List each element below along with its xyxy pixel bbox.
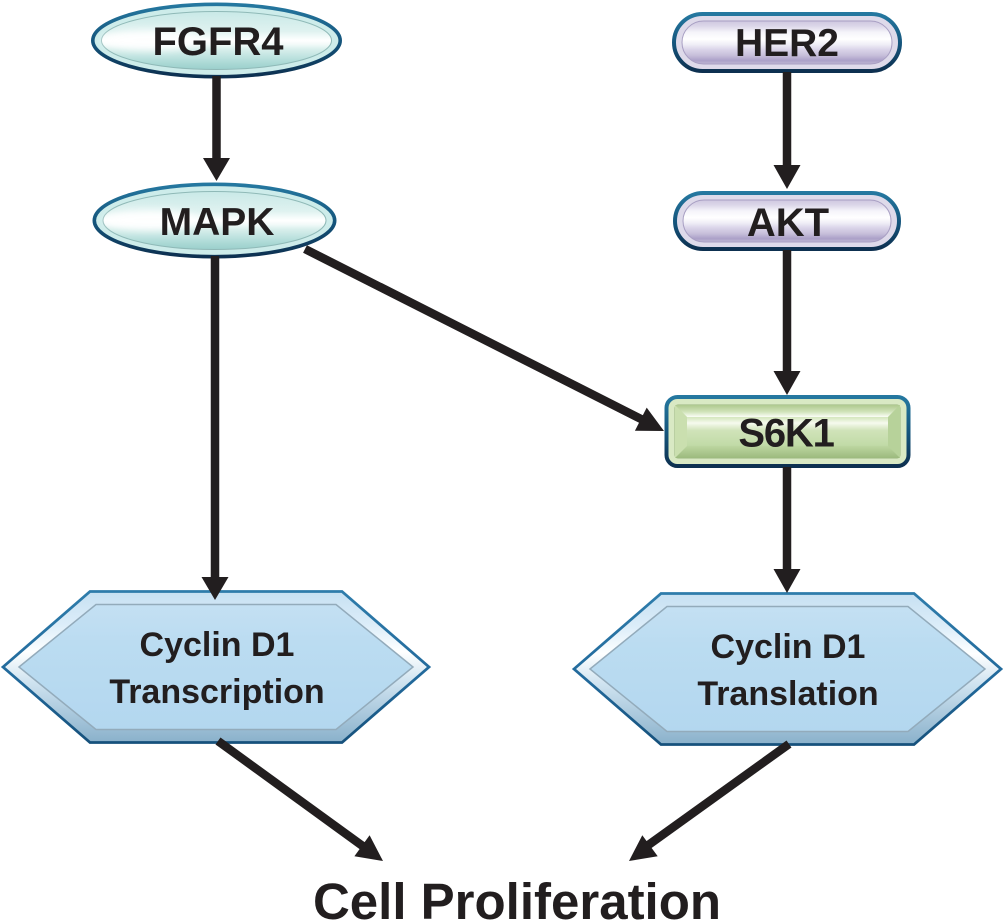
svg-text:HER2: HER2 bbox=[735, 22, 839, 65]
svg-text:MAPK: MAPK bbox=[160, 201, 275, 244]
svg-text:Translation: Translation bbox=[697, 675, 878, 713]
svg-text:Cyclin D1: Cyclin D1 bbox=[711, 628, 866, 666]
svg-text:Transcription: Transcription bbox=[109, 673, 324, 711]
svg-text:Cyclin D1: Cyclin D1 bbox=[140, 626, 295, 664]
svg-text:Cell Proliferation: Cell Proliferation bbox=[313, 873, 721, 922]
svg-text:FGFR4: FGFR4 bbox=[152, 20, 284, 64]
svg-text:S6K1: S6K1 bbox=[738, 412, 834, 456]
svg-text:AKT: AKT bbox=[747, 201, 829, 245]
